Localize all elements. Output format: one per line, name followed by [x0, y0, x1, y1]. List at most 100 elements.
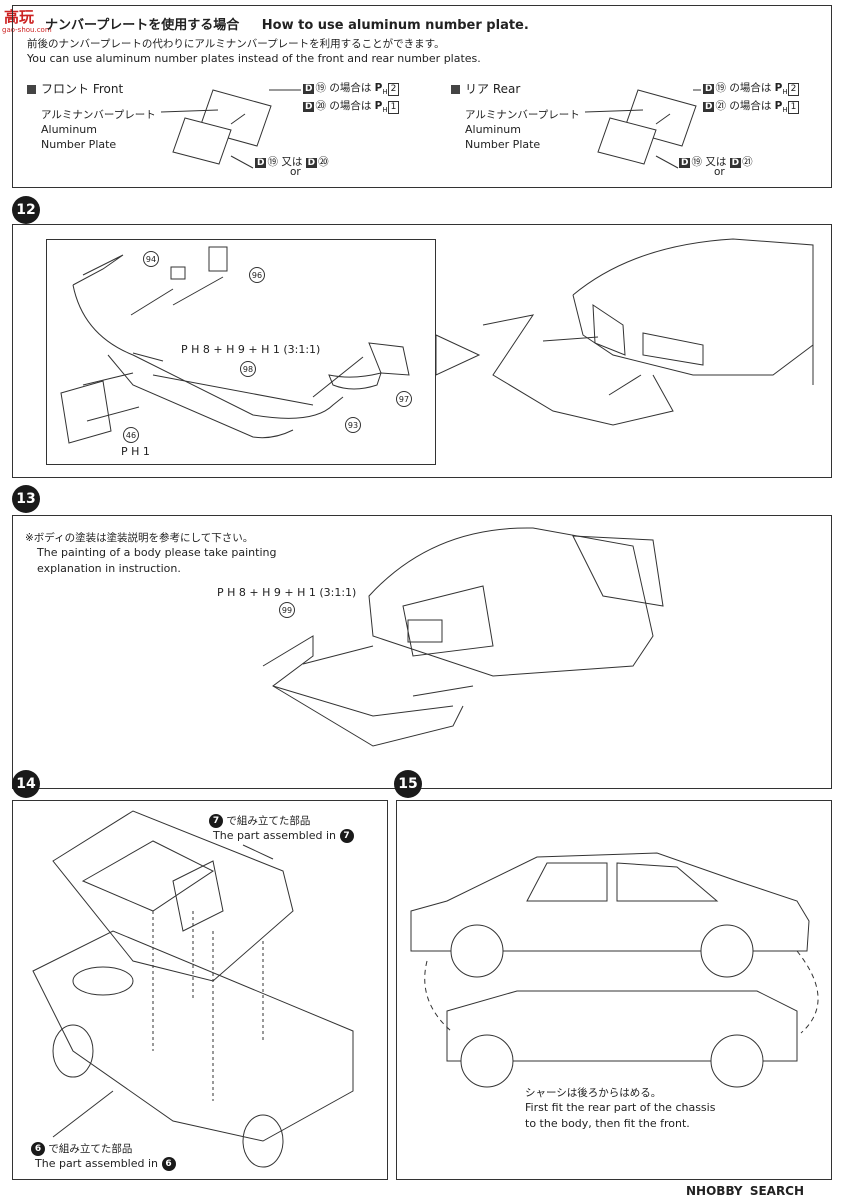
step-13-note-jp: ※ボディの塗装は塗装説明を参考にして下さい。: [25, 532, 254, 544]
part-d-chip: D: [729, 158, 742, 168]
rear-or-en: or: [714, 166, 725, 178]
ref-badge: 7: [339, 829, 354, 843]
front-bumper-assembly: [482, 314, 674, 426]
or-jp: 又は: [705, 156, 727, 168]
rule-value: 2: [787, 83, 800, 96]
part-label-96: 96: [249, 267, 265, 283]
car-rear-plate: [407, 619, 443, 643]
car-headlamp: [642, 332, 704, 366]
or-jp: 又は: [281, 156, 303, 168]
plate-title: ナンバープレートを使用する場合 How to use aluminum numb…: [45, 14, 529, 33]
rule-text: の場合は: [329, 100, 372, 112]
rear-heading: リア Rear: [451, 80, 520, 97]
ref-text-en: The part assembled in: [213, 829, 337, 842]
arrow-line: [302, 645, 374, 665]
step-14-top-en: The part assembled in 7: [213, 829, 354, 843]
body-wheel-arch-rear: [450, 924, 504, 978]
front-seat: [172, 860, 224, 932]
front-or-en: or: [290, 166, 301, 178]
step-13-panel: ※ボディの塗装は塗装説明を参考にして下さい。 The painting of a…: [12, 515, 832, 789]
part-d-chip: D: [703, 102, 715, 112]
or-b: ⑳: [318, 156, 329, 168]
arrow-line: [82, 372, 134, 386]
rule-code: P: [374, 82, 383, 94]
leader-line: [230, 155, 254, 169]
bullet-square: [27, 85, 36, 94]
rule-sub: H: [782, 88, 788, 97]
logo-brand: HOBBY: [696, 1184, 743, 1198]
or-b: ㉑: [742, 156, 753, 168]
step-15-note-en2: to the body, then fit the front.: [525, 1117, 690, 1130]
rear-std-plate: [597, 117, 657, 165]
part-label-97: 97: [396, 391, 412, 407]
front-label-en2: Number Plate: [41, 138, 117, 151]
rule-num: ⑲: [315, 82, 326, 94]
step-12-drawing: [60, 238, 814, 444]
part-label-46: 46: [123, 427, 139, 443]
rule-num: ⑲: [715, 82, 726, 94]
part-label-94: 94: [143, 251, 159, 267]
step-12-plate-code: P H 1: [121, 445, 150, 458]
part-93: [328, 372, 382, 390]
step-14-panel: 7 で組み立てた部品 The part assembled in 7 6 で組み…: [12, 800, 388, 1180]
arrow-line: [608, 374, 642, 396]
front-std-plate: [172, 117, 232, 165]
step-15-panel: シャーシは後ろからはめる。 First fit the rear part of…: [396, 800, 832, 1180]
step-15-drawing: [410, 852, 819, 1088]
step-15-note-jp: シャーシは後ろからはめる。: [525, 1087, 662, 1099]
rule-num: ⑳: [315, 100, 326, 112]
front-label-en1: Aluminum: [41, 123, 97, 136]
step-14-badge: 14: [12, 770, 40, 798]
ref-text-jp: で組み立てた部品: [48, 1143, 133, 1155]
rear-label-en2: Number Plate: [465, 138, 541, 151]
arrow-line: [172, 276, 224, 306]
or-a: ⑲: [267, 156, 278, 168]
step-13-badge: 13: [12, 485, 40, 513]
rear-heading-text: リア Rear: [465, 82, 521, 96]
watermark-chars: 高玩: [4, 8, 35, 26]
front-heading: フロント Front: [27, 80, 123, 97]
car-grille: [592, 304, 626, 356]
ref-text-jp: で組み立てた部品: [226, 815, 311, 827]
arrow-line: [412, 685, 474, 697]
rear-label-en1: Aluminum: [465, 123, 521, 136]
bumper-grille-line: [132, 352, 314, 406]
part-96: [208, 246, 228, 272]
rule-text: の場合は: [729, 82, 772, 94]
part-label-99: 99: [279, 602, 295, 618]
body-wheel-arch-front: [700, 924, 754, 978]
arrow-line: [130, 288, 174, 316]
rule-text: の場合は: [329, 82, 372, 94]
logo-prefix: N: [686, 1184, 697, 1198]
step-15-note-en1: First fit the rear part of the chassis: [525, 1101, 716, 1114]
chassis-wheel-front: [710, 1034, 764, 1088]
part-d-chip: D: [305, 158, 318, 168]
arrow-line: [312, 356, 364, 398]
leader-line: [584, 109, 644, 113]
guide-path-front: [796, 950, 819, 1034]
car-hood: [572, 238, 814, 385]
step-14-drawing: [32, 810, 354, 1168]
plate-diagrams: [160, 89, 701, 169]
car-body-side: [410, 852, 810, 952]
plate-desc-en: You can use aluminum number plates inste…: [27, 52, 481, 65]
part-d-chip: D: [255, 158, 267, 168]
arrow-line: [230, 113, 246, 125]
step-12-panel: 94 96 98 97 93 46 P H 8 + H 9 + H 1 (3:1…: [12, 224, 832, 478]
watermark-logo: 高玩: [4, 6, 34, 27]
chassis-wheel-rear: [460, 1034, 514, 1088]
rule-value: 1: [387, 101, 400, 114]
car-trunk: [402, 585, 494, 657]
front-plate-46: [60, 380, 112, 444]
rule-value: 1: [787, 101, 800, 114]
ref-badge: 6: [31, 1142, 45, 1156]
rule-sub: H: [382, 88, 388, 97]
arrow-line: [86, 406, 140, 422]
leader-line: [655, 155, 679, 169]
rule-value: 2: [387, 83, 400, 96]
